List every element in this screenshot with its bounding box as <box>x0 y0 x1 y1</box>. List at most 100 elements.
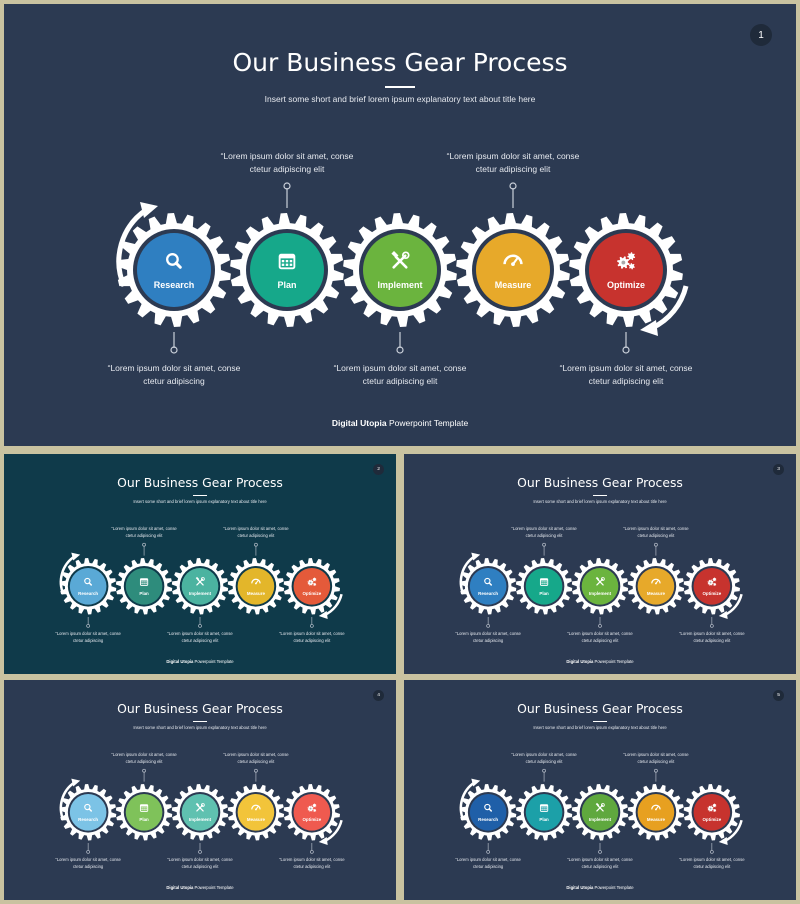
gear-plan[interactable]: Plan <box>515 784 573 841</box>
top-caption: “Lorem ipsum dolor sit amet, conse ctetu… <box>111 526 177 538</box>
gear-label: Optimize <box>302 591 321 596</box>
top-caption: “Lorem ipsum dolor sit amet, conse ctetu… <box>446 151 580 174</box>
gear-plan[interactable]: Plan <box>230 213 344 327</box>
bottom-caption: “Lorem ipsum dolor sit amet, conse ctetu… <box>567 631 633 643</box>
gear-label: Measure <box>495 280 532 290</box>
gear-label: Research <box>478 817 498 822</box>
gear-optimize[interactable]: Optimize <box>569 213 683 327</box>
gear-label: Research <box>478 591 498 596</box>
gear-label: Plan <box>277 280 296 290</box>
gear-label: Optimize <box>607 280 645 290</box>
footer-brand: Digital Utopia <box>166 884 194 890</box>
top-caption: “Lorem ipsum dolor sit amet, conse ctetu… <box>220 151 354 174</box>
bottom-caption: “Lorem ipsum dolor sit amet, conse ctetu… <box>455 631 521 643</box>
footer-brand: Digital Utopia <box>566 884 594 890</box>
gear-optimize[interactable]: Optimize <box>283 784 341 841</box>
gear-research[interactable]: Research <box>459 784 517 841</box>
tools-icon <box>595 802 605 812</box>
bottom-caption: “Lorem ipsum dolor sit amet, conse ctetu… <box>167 631 233 643</box>
gear-plan[interactable]: Plan <box>115 784 173 841</box>
gear-implement[interactable]: Implement <box>343 213 457 327</box>
slide-subtitle: Insert some short and brief lorem ipsum … <box>533 498 667 504</box>
left-curved-arrow <box>459 552 481 595</box>
title-underline <box>592 494 608 496</box>
gear-measure[interactable]: Measure <box>627 784 685 841</box>
gauge-icon <box>651 804 661 811</box>
bottom-caption: “Lorem ipsum dolor sit amet, conse ctetu… <box>107 363 241 386</box>
bottom-caption: “Lorem ipsum dolor sit amet, conse ctetu… <box>679 631 745 643</box>
search-icon <box>484 803 492 812</box>
bottom-caption: “Lorem ipsum dolor sit amet, conse ctetu… <box>455 857 521 869</box>
slide-subtitle: Insert some short and brief lorem ipsum … <box>133 724 267 730</box>
gear-research[interactable]: Research <box>117 213 231 327</box>
calendar-icon <box>539 578 549 586</box>
gear-label: Measure <box>247 591 266 596</box>
gears-icon <box>617 252 636 270</box>
gear-optimize[interactable]: Optimize <box>683 784 741 841</box>
caption-connectors <box>170 182 630 354</box>
footer-brand: Digital Utopia <box>331 418 387 428</box>
search-icon <box>84 577 92 586</box>
gears-icon <box>707 803 717 812</box>
left-curved-arrow <box>59 778 81 821</box>
calendar-icon <box>539 804 549 812</box>
gear-label: Research <box>78 591 98 596</box>
gear-plan[interactable]: Plan <box>115 558 173 615</box>
gear-implement[interactable]: Implement <box>171 784 229 841</box>
gear-measure[interactable]: Measure <box>227 558 285 615</box>
title-underline <box>192 494 208 496</box>
gear-measure[interactable]: Measure <box>627 558 685 615</box>
gear-label: Research <box>78 817 98 822</box>
bottom-caption: “Lorem ipsum dolor sit amet, conse ctetu… <box>279 631 345 643</box>
top-caption: “Lorem ipsum dolor sit amet, conse ctetu… <box>223 752 289 764</box>
gear-optimize[interactable]: Optimize <box>283 558 341 615</box>
gear-plan[interactable]: Plan <box>515 558 573 615</box>
gear-implement[interactable]: Implement <box>171 558 229 615</box>
footer-text: Powerpoint Template <box>193 884 234 890</box>
gear-research[interactable]: Research <box>59 558 117 615</box>
gear-label: Implement <box>377 280 422 290</box>
gear-label: Implement <box>589 591 612 596</box>
bottom-caption: “Lorem ipsum dolor sit amet, conse ctetu… <box>333 363 467 386</box>
right-curved-arrow <box>718 593 743 619</box>
slide-subtitle: Insert some short and brief lorem ipsum … <box>264 94 536 104</box>
bottom-caption: “Lorem ipsum dolor sit amet, conse ctetu… <box>167 857 233 869</box>
footer-text: Powerpoint Template <box>386 418 469 428</box>
gear-label: Implement <box>589 817 612 822</box>
footer-brand: Digital Utopia <box>166 658 194 664</box>
bottom-caption: “Lorem ipsum dolor sit amet, conse ctetu… <box>279 857 345 869</box>
footer-text: Powerpoint Template <box>193 658 234 664</box>
gear-label: Plan <box>539 591 549 596</box>
slide-footer: Digital Utopia Powerpoint Template <box>404 885 796 890</box>
gear-research[interactable]: Research <box>59 784 117 841</box>
gear-label: Implement <box>189 591 212 596</box>
slide-subtitle: Insert some short and brief lorem ipsum … <box>133 498 267 504</box>
gear-research[interactable]: Research <box>459 558 517 615</box>
gear-implement[interactable]: Implement <box>571 784 629 841</box>
top-caption: “Lorem ipsum dolor sit amet, conse ctetu… <box>111 752 177 764</box>
bottom-caption: “Lorem ipsum dolor sit amet, conse ctetu… <box>679 857 745 869</box>
gear-label: Optimize <box>702 817 721 822</box>
slide-footer: Digital Utopia Powerpoint Template <box>4 659 396 664</box>
gear-optimize[interactable]: Optimize <box>683 558 741 615</box>
slide-footer: Digital Utopia Powerpoint Template <box>4 885 396 890</box>
gear-label: Optimize <box>302 817 321 822</box>
title-underline <box>385 86 415 88</box>
bottom-caption: “Lorem ipsum dolor sit amet, conse ctetu… <box>55 631 121 643</box>
gear-process-graphic: Research Plan Implement Measure Optimize <box>116 182 689 354</box>
gear-implement[interactable]: Implement <box>571 558 629 615</box>
gauge-icon <box>251 804 261 811</box>
gear-measure[interactable]: Measure <box>456 213 570 327</box>
slide-title: Our Business Gear Process <box>117 701 283 716</box>
gear-label: Plan <box>539 817 549 822</box>
gear-label: Research <box>154 280 195 290</box>
gear-measure[interactable]: Measure <box>227 784 285 841</box>
